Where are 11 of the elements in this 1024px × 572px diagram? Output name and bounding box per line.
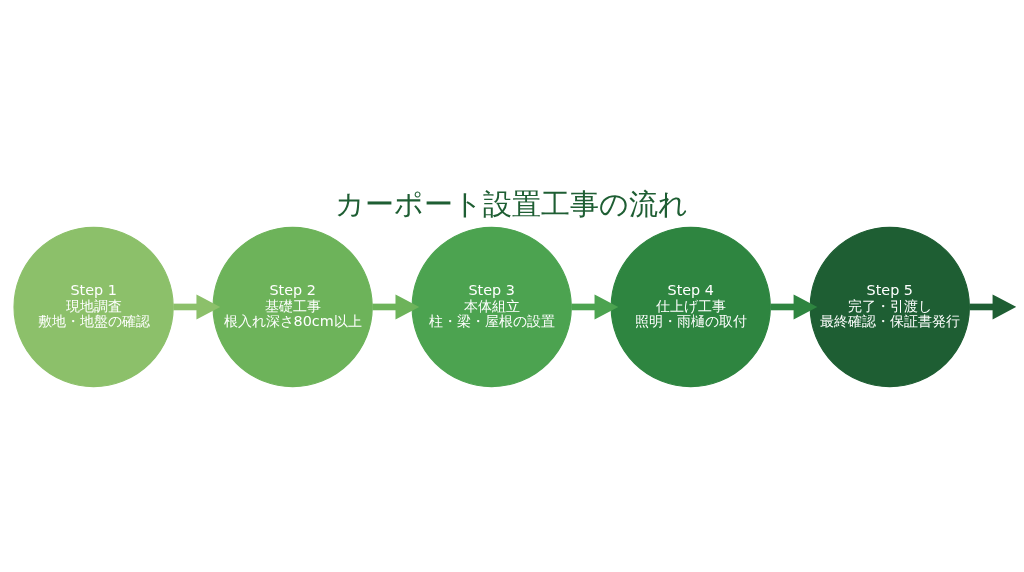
node-circle: Step 5 完了・引渡し 最終確認・保証書発行 — [809, 226, 970, 387]
node-circle: Step 2 基礎工事 根入れ深さ80cm以上 — [212, 226, 373, 387]
arrow — [969, 294, 1016, 319]
node-circle: Step 4 仕上げ工事 照明・雨樋の取付 — [610, 226, 771, 387]
arrow — [770, 294, 818, 319]
node-circle: Step 1 現地調査 敷地・地盤の確認 — [13, 226, 174, 387]
arrow — [372, 294, 420, 319]
node-circle: Step 3 本体組立 柱・梁・屋根の設置 — [411, 226, 572, 387]
arrow — [173, 294, 221, 319]
arrow — [571, 294, 619, 319]
diagram-title: カーポート設置工事の流れ — [335, 186, 689, 221]
